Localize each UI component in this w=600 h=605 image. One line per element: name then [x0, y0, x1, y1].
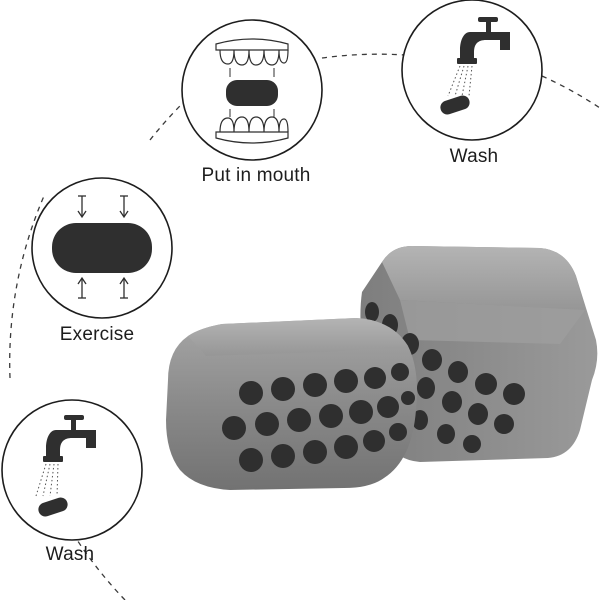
put-in-mouth-label: Put in mouth: [201, 165, 311, 186]
wash-label-bottom: Wash: [45, 544, 95, 565]
product-block-back: [360, 246, 598, 462]
product-block-front: [166, 318, 417, 490]
exercise-label: Exercise: [59, 324, 135, 345]
put-in-mouth-step: [181, 19, 323, 161]
wash-step-top: [401, 0, 543, 141]
faucet-icon: [38, 415, 96, 517]
wash-step-bottom: [1, 399, 143, 541]
product-holes-front: [222, 363, 415, 472]
wash-label-top: Wash: [449, 146, 499, 167]
press-icon: [52, 223, 152, 273]
teeth-icon: [215, 38, 289, 144]
product-block-icon: [226, 80, 278, 106]
faucet-icon: [440, 17, 510, 115]
exercise-step: [31, 177, 173, 319]
